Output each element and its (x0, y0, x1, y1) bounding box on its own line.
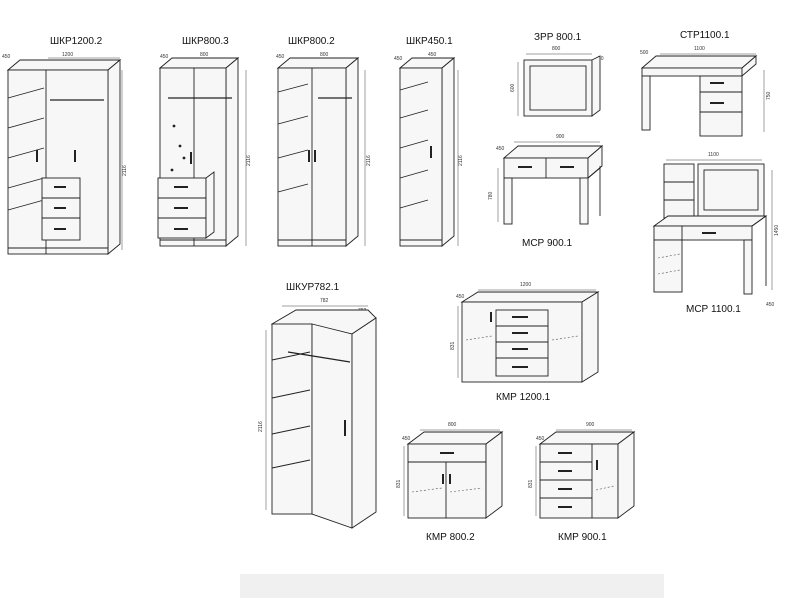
dresser-kmr900-1: КМР 900.1 900 450 831 (528, 422, 636, 543)
width-dimension: 1100 (694, 46, 705, 52)
width-dimension: 800 (320, 52, 329, 58)
width-dimension: 800 (552, 46, 561, 52)
width-dimension: 900 (556, 134, 565, 140)
height-dimension: 2116 (258, 421, 264, 432)
model-label: ШКР1200.2 (50, 36, 103, 47)
width-dimension: 800 (448, 422, 457, 428)
model-label: КМР 900.1 (558, 532, 607, 543)
height-dimension: 2116 (366, 155, 372, 166)
depth-dimension: 450 (394, 56, 403, 62)
corner-wardrobe-shkur782-1: ШКУР782.1 782 450 782 2116 (258, 282, 377, 529)
width-dimension: 1100 (708, 152, 719, 158)
wardrobe-shkr450-1: ШКР450.1 450 450 2116 (394, 36, 464, 247)
depth-dimension: 450 (496, 146, 505, 152)
width-dimension: 900 (586, 422, 595, 428)
vanity-msr1100-1: МСР 1100.1 1100 450 1450 (652, 152, 780, 315)
model-label: ШКР800.2 (288, 36, 335, 47)
mirror-zrr800-1: ЗРР 800.1 800 50 600 (510, 32, 604, 117)
model-label: ШКР450.1 (406, 36, 453, 47)
model-label: ШКУР782.1 (286, 282, 340, 293)
depth-dimension: 450 (536, 436, 545, 442)
width-dimension: 450 (428, 52, 437, 58)
width-dimension: 800 (200, 52, 209, 58)
model-label: КМР 800.2 (426, 532, 475, 543)
height-dimension: 2116 (458, 155, 464, 166)
vanity-msr900-1: МСР 900.1 900 450 780 (488, 134, 604, 249)
depth-dimension: 450 (160, 54, 169, 60)
wardrobe-shkr800-3: ШКР800.3 800 450 2116 (157, 36, 252, 247)
depth-dimension: 450 (2, 54, 11, 60)
model-label: МСР 900.1 (522, 238, 572, 249)
width-dimension: 782 (320, 298, 329, 304)
dresser-kmr1200-1: КМР 1200.1 1200 450 831 (450, 282, 600, 403)
depth-dimension: 450 (276, 54, 285, 60)
depth-dimension: 500 (640, 50, 649, 56)
model-label: СТР1100.1 (680, 30, 730, 41)
bottom-scroll-area (240, 574, 664, 598)
depth-dimension: 50 (598, 56, 604, 62)
height-dimension: 600 (510, 83, 516, 92)
depth-dimension: 450 (402, 436, 411, 442)
model-label: ШКР800.3 (182, 36, 229, 47)
height-dimension: 1450 (774, 225, 780, 236)
width-dimension: 1200 (62, 52, 73, 58)
width-dimension: 1200 (520, 282, 531, 288)
model-label: МСР 1100.1 (686, 304, 741, 315)
height-dimension: 831 (450, 341, 456, 350)
height-dimension: 750 (766, 91, 772, 100)
model-label: ЗРР 800.1 (534, 32, 582, 43)
height-dimension: 2116 (246, 155, 252, 166)
height-dimension: 2116 (122, 165, 128, 176)
depth-dimension: 450 (456, 294, 465, 300)
height-dimension: 780 (488, 191, 494, 200)
wardrobe-shkr1200-2: ШКР1200.2 1200 450 2116 (2, 36, 128, 255)
desk-str1100-1: СТР1100.1 1100 500 750 (640, 30, 772, 137)
dresser-kmr800-2: КМР 800.2 800 450 831 (396, 422, 504, 543)
model-label: КМР 1200.1 (496, 392, 551, 403)
height-dimension: 831 (396, 479, 402, 488)
depth-dimension: 450 (766, 302, 775, 308)
wardrobe-shkr800-2: ШКР800.2 800 450 2116 (276, 36, 372, 247)
height-dimension: 831 (528, 479, 534, 488)
